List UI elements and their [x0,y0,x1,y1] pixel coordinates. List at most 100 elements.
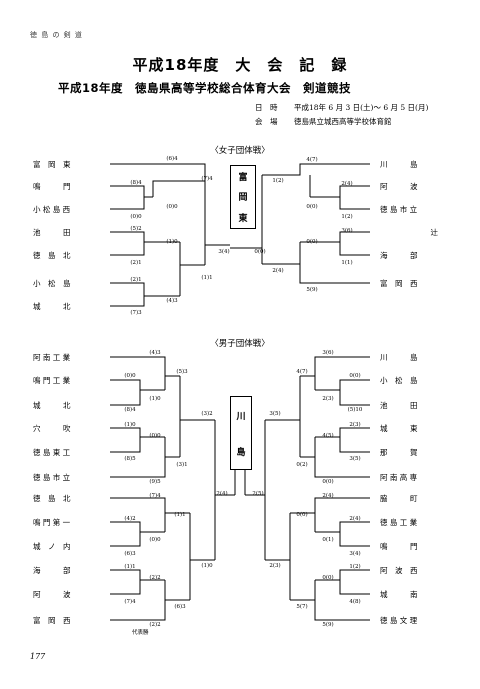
men-score: 2(4) [216,491,228,497]
women-left-team: 富 岡 東 [33,160,71,169]
men-champion-box: 川 島 [230,396,252,470]
men-left-team: 阿 南 工 業 [33,353,71,362]
men-score: 0(0) [349,373,361,379]
women-champion-char-2: 岡 [238,193,248,204]
men-score: (0)0 [149,433,161,439]
men-score: 5(7) [296,604,308,610]
men-score: 2(3) [349,422,361,428]
women-score: (1)0 [166,239,178,245]
men-right-team: 那 賀 [380,448,418,457]
men-score: (1)0 [124,422,136,428]
men-right-team: 徳 島 工 業 [380,518,418,527]
representative-win-note: 代表勝 [132,630,149,636]
men-right-team: 池 田 [380,401,418,410]
page-title: 平成18年度 大 会 記 録 [132,56,348,74]
men-left-team: 阿 波 [33,590,71,599]
women-left-team: 池 田 [33,228,71,237]
women-right-team: 徳 島 市 立 [380,205,418,214]
women-right-team: 富 岡 西 [380,279,418,288]
women-score: (5)2 [130,226,142,232]
women-left-team: 小 松 島 [33,279,71,288]
women-score: 0(0) [254,249,266,255]
men-score: (5)10 [347,407,363,413]
men-right-team: 城 南 [380,590,418,599]
men-score: (7)4 [149,493,161,499]
men-score: (0)0 [149,537,161,543]
men-score: (9)5 [149,479,161,485]
men-right-team: 阿 波 西 [380,566,418,575]
women-right-team: 海 部 [380,251,418,260]
men-score: (4)2 [124,516,136,522]
men-score: (1)0 [201,563,213,569]
women-section-title: 〈女子団体戦〉 [210,146,270,156]
women-score: 0(0) [306,204,318,210]
men-score: 0(0) [322,575,334,581]
women-score: (7)4 [201,176,213,182]
women-score: 1(2) [341,214,353,220]
men-left-team: 徳 島 市 立 [33,473,71,482]
women-score: 0(0) [306,239,318,245]
men-score: (4)3 [149,350,161,356]
men-score: 1(2) [349,564,361,570]
men-left-team: 徳 島 北 [33,494,71,503]
men-score: 4(5) [322,433,334,439]
women-score: (1)1 [201,275,213,281]
women-score: (4)3 [166,298,178,304]
men-left-team: 鳴 門 第 一 [33,518,71,527]
women-score: 1(2) [272,178,284,184]
men-score: 3(6) [322,350,334,356]
men-score: (8)4 [124,407,136,413]
venue-value: 徳島県立城西高等学校体育館 [294,117,392,126]
women-champion-char-3: 東 [238,214,248,225]
date-label: 日 時 [255,103,278,112]
men-score: 2(4) [322,493,334,499]
women-score: (6)4 [166,156,178,162]
men-left-team: 城 ノ 内 [33,542,71,551]
men-score: 0(2) [296,462,308,468]
men-score: (2)2 [149,622,161,628]
women-score: (2)1 [130,277,142,283]
women-score: (7)3 [130,310,142,316]
women-score: (2)1 [130,260,142,266]
men-right-team: 川 島 [380,353,418,362]
women-champion-char-1: 富 [238,172,248,183]
men-right-team: 城 東 [380,424,418,433]
men-champion-char-1: 川 [236,411,246,422]
women-right-team: 阿 波 [380,182,418,191]
men-left-team: 海 部 [33,566,71,575]
men-score: 2(4) [349,516,361,522]
venue-label: 会 場 [255,117,278,126]
men-left-team: 徳 島 東 工 [33,448,71,457]
men-score: 0(1) [322,537,334,543]
header-tag: 徳 島 の 剣 道 [30,31,83,39]
men-score: (3)2 [201,411,213,417]
men-score: 0(0) [296,512,308,518]
women-score: (0)0 [166,204,178,210]
men-score: (1)1 [174,512,186,518]
men-score: 3(5) [349,456,361,462]
men-left-team: 富 岡 西 [33,616,71,625]
men-score: 2(3) [269,563,281,569]
men-right-team: 脇 町 [380,494,418,503]
men-score: 3(4) [349,551,361,557]
men-score: (1)0 [149,396,161,402]
men-score: (1)1 [124,564,136,570]
men-score: 4(8) [349,599,361,605]
women-left-team: 小 松 島 西 [33,205,71,214]
women-left-team: 城 北 [33,302,71,311]
women-champion-box: 富 岡 東 [230,165,256,229]
men-score: (8)5 [124,456,136,462]
men-right-team: 徳 島 文 理 [380,616,418,625]
men-score: (0)0 [124,373,136,379]
men-left-team: 鳴 門 工 業 [33,376,71,385]
men-score: (2)2 [149,575,161,581]
men-section-title: 〈男子団体戦〉 [210,339,270,349]
page-number: 177 [30,652,46,661]
men-champion-char-2: 島 [236,447,246,458]
men-score: 2(3) [322,396,334,402]
women-score: 5(9) [306,287,318,293]
women-score: (8)4 [130,180,142,186]
men-left-team: 城 北 [33,401,71,410]
women-right-team: 川 島 [380,160,418,169]
